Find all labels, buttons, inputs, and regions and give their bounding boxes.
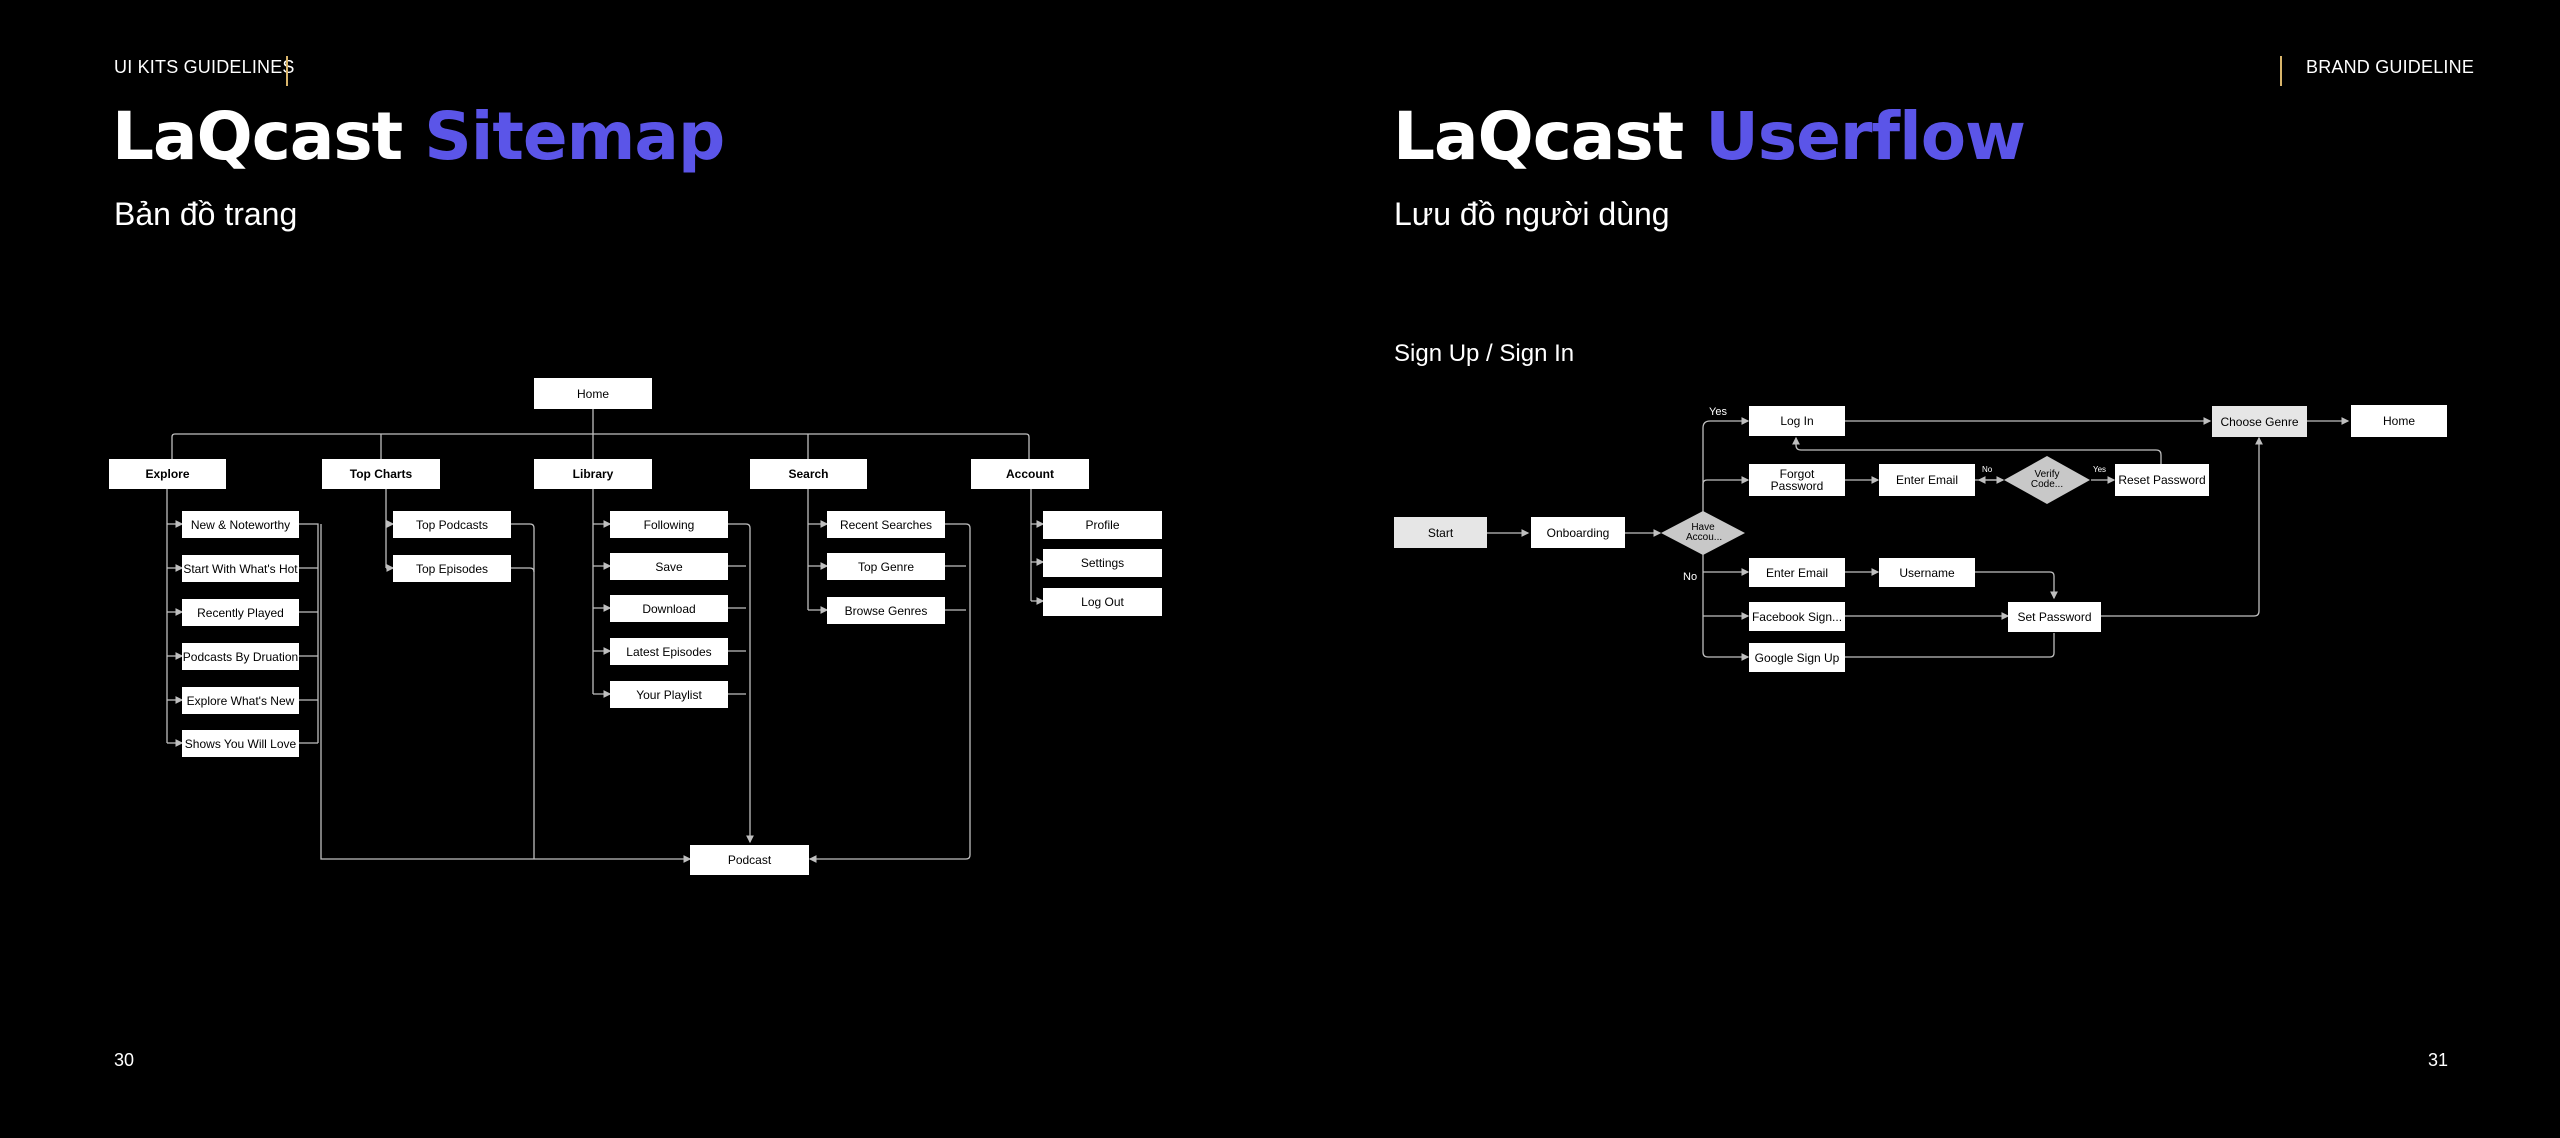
flow-node-google-signup: Google Sign Up [1749,643,1845,672]
sitemap-node-account: Account [971,459,1089,489]
right-page-title: LaQcast Userflow [1393,98,2026,175]
edge-label-yes: Yes [1709,406,1727,418]
sitemap-node-top-podcasts: Top Podcasts [393,511,511,538]
flow-node-log-in: Log In [1749,406,1845,436]
decision-label: Have Accou... [1686,522,1723,543]
sitemap-node-explore-whats-new: Explore What's New [182,687,299,714]
flow-node-reset-password: Reset Password [2115,464,2209,496]
flow-node-enter-email-signup: Enter Email [1749,558,1845,587]
sitemap-node-recently-played: Recently Played [182,599,299,626]
sitemap-node-new-noteworthy: New & Noteworthy [182,511,299,538]
sitemap-node-your-playlist: Your Playlist [610,681,728,708]
flow-node-set-password: Set Password [2008,602,2101,632]
flow-decision-have-account: Have Accou... [1661,511,1745,555]
right-header: BRAND GUIDELINE [2306,57,2475,77]
sitemap-node-top-genre: Top Genre [827,553,945,580]
sitemap-node-home: Home [534,378,652,409]
sitemap-node-search: Search [750,459,867,489]
edge-label-yes: Yes [2093,465,2107,474]
decision-diamond-shape [2004,456,2090,504]
flow-node-forgot-password: Forgot Password [1749,464,1845,496]
sitemap-node-library: Library [534,459,652,489]
sitemap-node-shows-you-will-love: Shows You Will Love [182,730,299,757]
decision-label: Verify Code... [2030,469,2064,490]
left-page-title: LaQcast Sitemap [112,98,725,175]
decision-diamond-shape [1661,511,1745,555]
flow-node-facebook-signup: Facebook Sign... [1749,602,1845,631]
title-main: LaQcast [112,98,403,175]
edge-label-no: No [1683,571,1698,583]
flow-node-enter-email-forgot: Enter Email [1879,464,1975,496]
sitemap-node-explore: Explore [109,459,226,489]
sitemap-node-browse-genres: Browse Genres [827,597,945,624]
flow-node-start: Start [1394,517,1487,548]
left-page-subtitle: Bản đồ trang [114,196,298,232]
flow-decision-verify-code: Verify Code... [2004,456,2090,504]
edge-label-no: No [1982,465,1993,474]
sitemap-node-recent-searches: Recent Searches [827,511,945,538]
sitemap-node-settings: Settings [1043,549,1162,577]
sitemap-node-top-episodes: Top Episodes [393,555,511,582]
section-title: Sign Up / Sign In [1394,340,1575,367]
flow-node-onboarding: Onboarding [1531,517,1625,548]
left-header-divider [286,56,288,86]
right-header-divider [2280,56,2282,86]
sitemap-node-podcasts-by-duration: Podcasts By Druation [182,643,299,670]
right-page-number: 31 [2428,1050,2449,1070]
left-header: UI KITS GUIDELINES [114,57,295,77]
title-main: LaQcast [1393,98,1684,175]
right-page-subtitle: Lưu đồ người dùng [1394,196,1670,232]
sitemap-node-start-with-whats-hot: Start With What's Hot [182,555,299,582]
sitemap-node-podcast: Podcast [690,845,809,875]
sitemap-node-top-charts: Top Charts [322,459,440,489]
sitemap-node-profile: Profile [1043,511,1162,539]
sitemap-node-log-out: Log Out [1043,588,1162,616]
title-accent: Sitemap [424,98,725,175]
sitemap-node-following: Following [610,511,728,538]
flow-node-home: Home [2351,405,2447,437]
title-accent: Userflow [1705,98,2026,175]
sitemap-node-download: Download [610,595,728,622]
flow-node-choose-genre: Choose Genre [2212,406,2307,437]
left-page-number: 30 [114,1050,135,1070]
sitemap-node-save: Save [610,553,728,580]
sitemap-node-latest-episodes: Latest Episodes [610,638,728,665]
flow-node-username: Username [1879,558,1975,587]
